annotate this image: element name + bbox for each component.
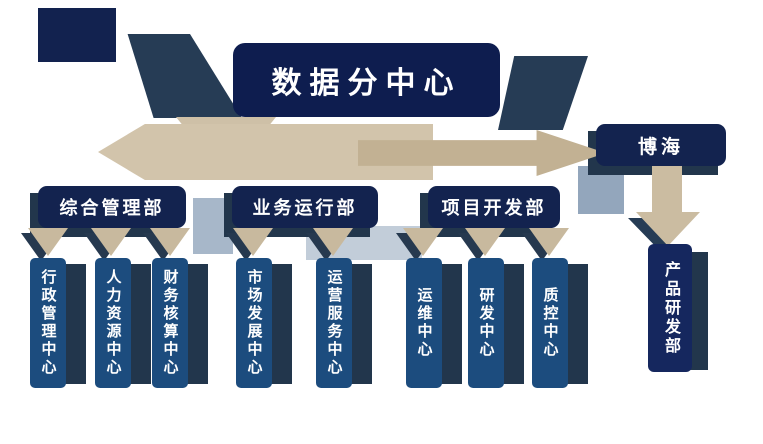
center-label: 人力资源中心 [104, 269, 122, 377]
dept-label: 项目开发部 [441, 198, 547, 218]
center-node-financial-accounting: 财务核算中心 [152, 258, 188, 388]
node-product-rd-dept: 产品研发部 [648, 244, 692, 372]
center-label: 市场发展中心 [245, 269, 263, 377]
root-node: 数据分中心 [233, 43, 500, 117]
decor-slate-left [127, 34, 242, 118]
center-node-operation-maintenance: 运维中心 [406, 258, 442, 388]
bohai-node: 博海 [596, 124, 726, 166]
center-label: 质控中心 [541, 287, 559, 359]
center-label: 研发中心 [477, 287, 495, 359]
decor-navy-rect [38, 8, 116, 62]
bohai-arrow-shaft [652, 164, 682, 218]
dept-node-business-operation: 业务运行部 [232, 186, 378, 228]
dept-label: 业务运行部 [252, 198, 358, 218]
dept-node-general-management: 综合管理部 [38, 186, 186, 228]
dept-label: 综合管理部 [59, 198, 165, 218]
center-node-market-development: 市场发展中心 [236, 258, 272, 388]
node-product-rd-label: 产品研发部 [662, 260, 679, 356]
root-node-label: 数据分中心 [271, 67, 462, 100]
bohai-node-label: 博海 [637, 136, 684, 158]
center-node-human-resources: 人力资源中心 [95, 258, 131, 388]
center-label: 行政管理中心 [39, 269, 57, 377]
center-node-operation-service: 运营服务中心 [316, 258, 352, 388]
center-label: 运维中心 [415, 287, 433, 359]
center-node-research-development: 研发中心 [468, 258, 504, 388]
center-node-quality-control: 质控中心 [532, 258, 568, 388]
decor-slate-right [498, 56, 588, 130]
center-label: 运营服务中心 [325, 269, 343, 377]
center-label: 财务核算中心 [161, 269, 179, 377]
center-node-admin-management: 行政管理中心 [30, 258, 66, 388]
dept-node-project-development: 项目开发部 [428, 186, 560, 228]
